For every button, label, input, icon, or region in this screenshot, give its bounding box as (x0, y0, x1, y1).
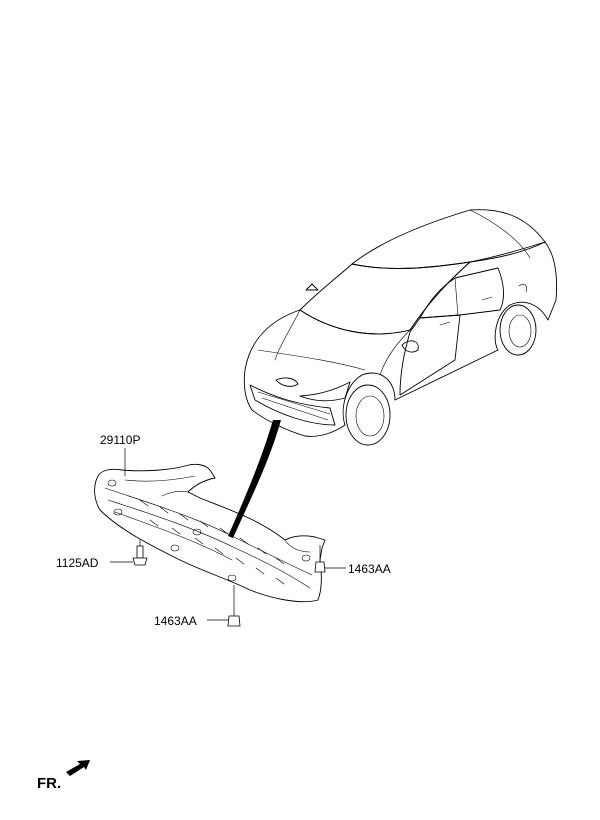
front-direction-label: FR. (37, 775, 61, 792)
car-illustration (243, 209, 557, 446)
label-clip-bottom: 1463AA (154, 614, 197, 628)
label-clip-right: 1463AA (348, 562, 391, 576)
clip-bottom-fastener (227, 585, 241, 627)
front-arrow-icon (66, 760, 90, 776)
label-undercover: 29110P (100, 433, 140, 447)
clip-right-fastener (314, 545, 326, 573)
label-bolt: 1125AD (56, 556, 99, 570)
location-arrow (228, 420, 281, 538)
bolt-fastener (132, 540, 148, 566)
undercover-panel (94, 463, 326, 603)
